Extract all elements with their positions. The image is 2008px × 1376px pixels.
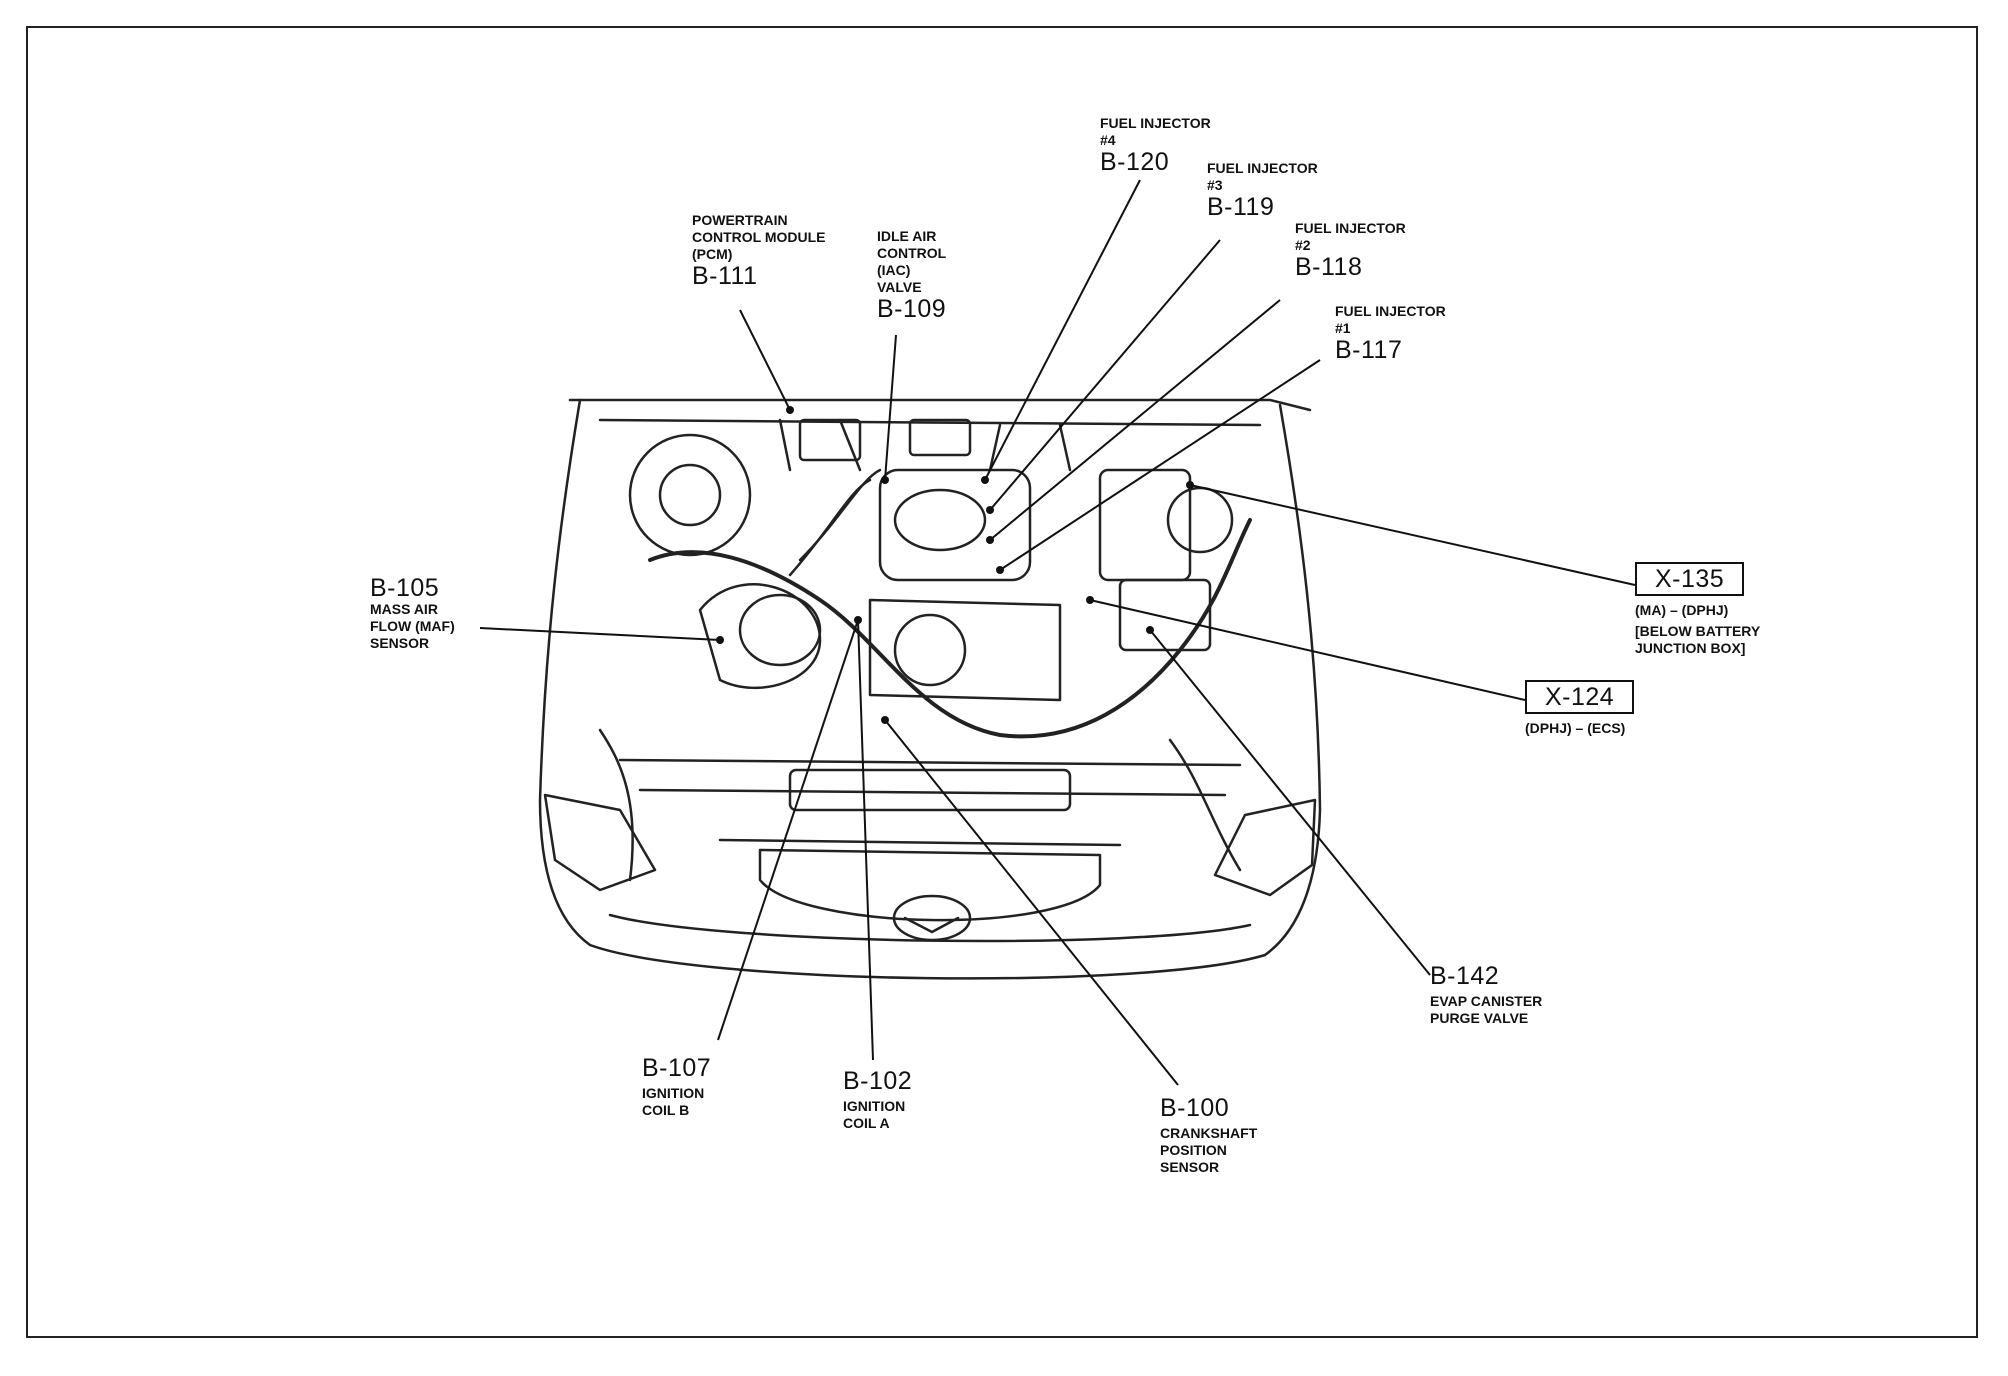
callout-code: B-107	[642, 1054, 712, 1082]
callout-desc: FUEL INJECTOR	[1335, 303, 1446, 319]
callout-desc: IGNITION	[843, 1098, 906, 1115]
callout-desc: (MA) – (DPHJ)	[1635, 602, 1729, 619]
left-fender	[538, 398, 592, 947]
callout-desc: POSITION	[1160, 1142, 1227, 1159]
wiring-harness	[648, 518, 1252, 739]
callout-desc: JUNCTION BOX]	[1635, 640, 1746, 657]
engine-block	[868, 598, 1062, 702]
callout-desc: FLOW (MAF)	[370, 618, 455, 635]
leader-b119	[989, 239, 1221, 511]
coolant-reservoir	[1166, 486, 1234, 554]
radiator-support	[618, 758, 1242, 797]
callout-desc: CONTROL MODULE	[692, 229, 826, 245]
callout-x135: X-135 (MA) – (DPHJ) [BELOW BATTERY JUNCT…	[1635, 562, 1760, 657]
callout-desc: COIL A	[843, 1115, 890, 1132]
callout-desc: CONTROL	[877, 245, 947, 261]
callout-b120: FUEL INJECTOR #4 B-120	[1100, 115, 1211, 175]
callout-desc: IGNITION	[642, 1085, 705, 1102]
grille	[758, 848, 1102, 922]
callout-desc: #3	[1207, 177, 1223, 193]
callout-code: B-142	[1430, 962, 1500, 990]
callout-code: B-109	[877, 295, 947, 323]
left-headlight	[543, 793, 657, 892]
battery-junction-box	[1098, 468, 1192, 582]
callout-desc: SENSOR	[370, 635, 430, 652]
callout-desc: VALVE	[877, 279, 922, 295]
callout-desc: #1	[1335, 320, 1351, 336]
callout-desc: MASS AIR	[370, 601, 438, 618]
callout-code: B-105	[370, 574, 440, 602]
callout-desc: (IAC)	[877, 262, 911, 278]
callout-desc: FUEL INJECTOR	[1295, 220, 1406, 236]
leader-x135	[1189, 484, 1636, 586]
brake-booster	[628, 433, 752, 557]
callout-desc: EVAP CANISTER	[1430, 993, 1543, 1010]
callout-code: B-119	[1207, 193, 1275, 221]
right-headlight	[1213, 798, 1317, 897]
callout-code: B-100	[1160, 1094, 1230, 1122]
leader-b109	[884, 334, 897, 481]
leader-b117	[999, 359, 1321, 571]
leader-x124	[1089, 599, 1526, 701]
callout-b118: FUEL INJECTOR #2 B-118	[1295, 220, 1406, 280]
callout-desc: IDLE AIR	[877, 228, 937, 244]
callout-code: B-120	[1100, 148, 1170, 176]
callout-x124: X-124 (DPHJ) – (ECS)	[1525, 680, 1635, 737]
hood-outline	[568, 398, 1312, 412]
callout-desc: (DPHJ) – (ECS)	[1525, 720, 1626, 737]
callout-desc: PURGE VALVE	[1430, 1010, 1529, 1027]
callout-b102: B-102 IGNITION COIL A	[843, 1068, 912, 1132]
callout-b109: IDLE AIR CONTROL (IAC) VALVE B-109	[877, 228, 946, 322]
callout-desc: [BELOW BATTERY	[1635, 623, 1761, 640]
callout-desc: POWERTRAIN	[692, 212, 788, 228]
callout-desc: CRANKSHAFT	[1160, 1125, 1258, 1142]
callout-b100: B-100 CRANKSHAFT POSITION SENSOR	[1160, 1095, 1257, 1176]
callout-code: B-102	[843, 1067, 913, 1095]
callout-desc: (PCM)	[692, 246, 733, 262]
leader-b105	[479, 627, 721, 641]
leader-b111	[739, 309, 791, 411]
callout-b107: B-107 IGNITION COIL B	[642, 1055, 711, 1119]
leader-b107	[717, 619, 859, 1041]
connector-box: X-124	[1525, 680, 1635, 715]
firewall	[598, 418, 1262, 427]
leader-b102	[857, 619, 874, 1061]
callout-b111: POWERTRAIN CONTROL MODULE (PCM) B-111	[692, 212, 826, 289]
callout-desc: #2	[1295, 237, 1311, 253]
leader-lines	[479, 179, 1636, 1086]
callout-b117: FUEL INJECTOR #1 B-117	[1335, 303, 1446, 363]
connector-box: X-135	[1635, 562, 1745, 597]
callout-desc: SENSOR	[1160, 1159, 1220, 1176]
callout-code: B-118	[1295, 253, 1363, 281]
callout-code: B-111	[692, 262, 758, 290]
logo-emblem	[892, 894, 972, 942]
callout-desc: FUEL INJECTOR	[1100, 115, 1211, 131]
callout-b105: B-105 MASS AIR FLOW (MAF) SENSOR	[370, 575, 455, 652]
callout-desc: FUEL INJECTOR	[1207, 160, 1318, 176]
air-intake	[698, 583, 822, 689]
grille-top	[718, 838, 1122, 847]
diagram-frame	[26, 26, 1978, 1338]
leader-b142	[1149, 629, 1431, 976]
right-fender	[1263, 403, 1322, 957]
callout-desc: #4	[1100, 132, 1116, 148]
front-bumper	[588, 943, 1267, 980]
leader-b120	[984, 179, 1141, 481]
leader-b118	[989, 299, 1281, 541]
callout-code: B-117	[1335, 336, 1403, 364]
intake-manifold	[878, 468, 1032, 582]
callout-b119: FUEL INJECTOR #3 B-119	[1207, 160, 1318, 220]
callout-desc: COIL B	[642, 1102, 690, 1119]
callout-b142: B-142 EVAP CANISTER PURGE VALVE	[1430, 963, 1542, 1027]
leader-b100	[884, 719, 1179, 1086]
